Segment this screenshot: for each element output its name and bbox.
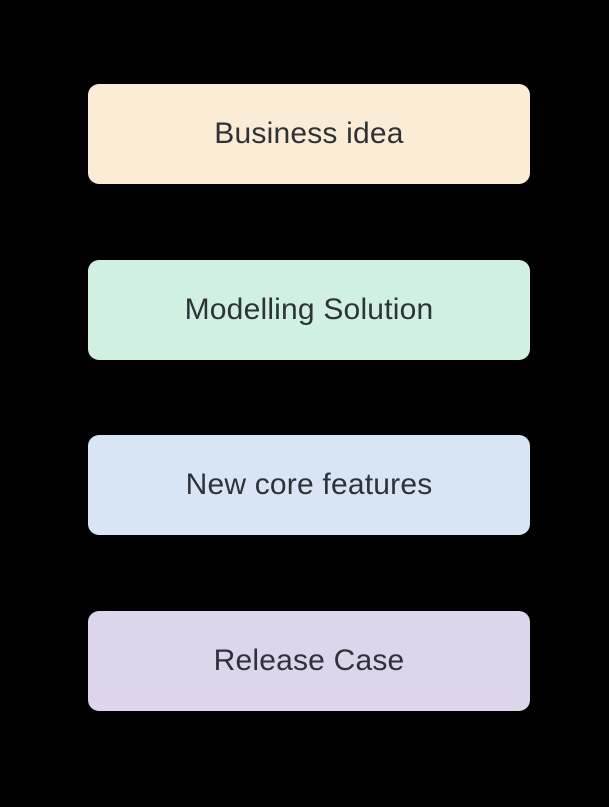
node-business-idea-label: Business idea bbox=[214, 117, 404, 150]
node-modelling-solution[interactable]: Modelling Solution bbox=[88, 260, 530, 360]
node-release-case[interactable]: Release Case bbox=[88, 611, 530, 711]
node-release-case-label: Release Case bbox=[213, 644, 405, 677]
node-new-core-features[interactable]: New core features bbox=[88, 435, 530, 535]
node-modelling-solution-label: Modelling Solution bbox=[184, 293, 434, 326]
node-new-core-features-label: New core features bbox=[185, 468, 433, 501]
node-business-idea[interactable]: Business idea bbox=[88, 84, 530, 184]
